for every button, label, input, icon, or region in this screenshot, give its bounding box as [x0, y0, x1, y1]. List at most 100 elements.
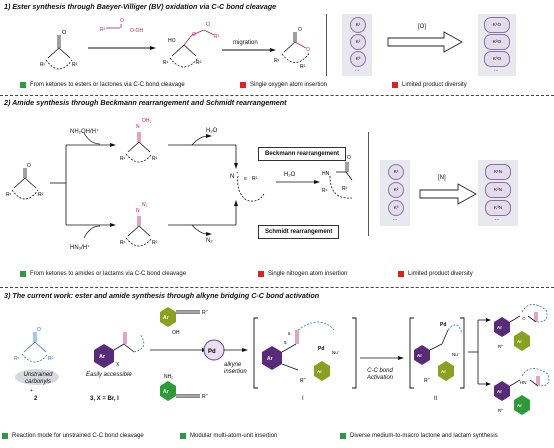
svg-text:R¹: R¹: [40, 62, 46, 68]
water-reagent: H₂O: [284, 172, 296, 178]
svg-text:6: 6: [288, 331, 291, 336]
svg-text:R¹: R¹: [14, 356, 20, 362]
svg-text:HN: HN: [322, 171, 330, 177]
divider: [0, 95, 554, 96]
svg-text:Ar: Ar: [99, 354, 106, 360]
svg-text:R'': R'': [498, 408, 503, 413]
svg-text:Ar: Ar: [163, 389, 169, 395]
svg-text:Nu⁻: Nu⁻: [332, 350, 341, 355]
intermediate-2-structure: Ar Pd Ar Nu⁻ R'': [414, 322, 463, 384]
intermediate-1-structure: Ar Ar Pd Nu⁻ R'' 6 5: [262, 321, 341, 384]
aryl-halide-structure: Ar X: [94, 332, 145, 368]
azide-intermediate: [125, 216, 153, 247]
section3-title: 3) The current work: ester and amide syn…: [4, 291, 320, 300]
svg-text:R¹: R¹: [120, 240, 126, 246]
schmidt-box: Schmidt rearrangement: [258, 225, 340, 239]
lactam-bubble: K³N: [485, 200, 511, 216]
svg-text:R²: R²: [252, 176, 258, 182]
svg-text:Ar: Ar: [517, 339, 522, 344]
criegee-intermediate: [169, 29, 215, 68]
svg-text:Ar: Ar: [163, 315, 169, 321]
divider: [0, 287, 554, 288]
svg-text:R²: R²: [300, 64, 306, 70]
svg-text:O: O: [522, 316, 526, 321]
red-square-icon: [258, 271, 264, 277]
green-square-icon: [20, 82, 26, 88]
svg-text:O: O: [347, 155, 351, 161]
intermediate-1-label: I: [302, 396, 304, 402]
svg-text:R³: R³: [100, 27, 106, 33]
ester-bubble: K³O: [484, 51, 510, 67]
svg-text:Nu⁻: Nu⁻: [452, 352, 461, 357]
lactam-product: Ar HN Ar R'': [494, 368, 550, 415]
alkyne-insertion-label: alkyne insertion: [224, 362, 247, 375]
lactam-ellipsis: ...: [495, 216, 500, 222]
section1-vertical-divider: [326, 14, 327, 76]
svg-text:O: O: [298, 27, 302, 33]
section3-scheme: O R¹ R² + Ar X Ar R'' OH Ar R'' NH₂ Pd: [14, 304, 550, 415]
green-square-icon: [340, 433, 346, 439]
compound-2-label: 2: [34, 396, 38, 402]
svg-text:HN: HN: [520, 380, 527, 385]
svg-text:R¹: R¹: [163, 60, 169, 66]
ketone-structure: [45, 35, 73, 70]
section1-legend-item: From ketones to esters or lactones via C…: [20, 82, 185, 88]
svg-text:NH₂: NH₂: [164, 374, 173, 380]
svg-text:OH₂: OH₂: [142, 118, 152, 124]
oxime-structure: [125, 132, 153, 163]
carbonyl-structure: [21, 332, 49, 363]
svg-text:R'': R'': [424, 378, 430, 384]
section1-legend-item: Limited product diversity: [392, 82, 467, 88]
ketone-bubble: K³: [388, 200, 404, 216]
svg-text:+: +: [236, 170, 239, 175]
svg-text:Pd: Pd: [208, 349, 216, 355]
lactam-structure: [329, 162, 353, 199]
svg-text:R'': R'': [202, 310, 208, 316]
ketone-bubble: K²: [350, 34, 366, 50]
section2-title: 2) Amide synthesis through Beckmann rear…: [4, 98, 287, 107]
svg-text:Ar: Ar: [441, 369, 446, 374]
svg-text:R¹: R¹: [322, 188, 328, 194]
svg-text:Ar: Ar: [267, 356, 273, 362]
ketone-ellipsis: ...: [355, 67, 360, 73]
nitrogen-byproduct: N₂: [206, 238, 213, 244]
svg-text:X: X: [116, 362, 120, 368]
oxidant-label: [O]: [418, 24, 427, 30]
svg-text:R²: R²: [196, 60, 202, 66]
svg-text:≡: ≡: [244, 176, 247, 182]
svg-text:N: N: [230, 174, 234, 180]
svg-text:N₂: N₂: [142, 202, 148, 208]
easily-accessible-label: Easily accessible: [86, 372, 132, 378]
lactone-product: Ar O Ar R'': [494, 304, 548, 351]
svg-text:R¹: R¹: [6, 192, 12, 198]
section2-vertical-divider: [368, 132, 369, 236]
section1-hollow-arrow: [387, 31, 463, 53]
cc-activation-label: C-C bond Activation: [366, 368, 393, 381]
svg-text:R²: R²: [342, 186, 348, 192]
unstrained-carbonyls-label: Unstrained carbonyls: [23, 372, 53, 385]
svg-text:+: +: [30, 388, 33, 394]
svg-text:O: O: [27, 163, 31, 169]
svg-text:R²: R²: [152, 240, 158, 246]
svg-text:R²: R²: [72, 62, 78, 68]
section1-legend-item: Single oxygen atom insertion: [240, 82, 327, 88]
hydrazoic-acid-reagent: HN₃/H⁺: [70, 245, 91, 251]
green-square-icon: [2, 433, 8, 439]
section2-scheme: O R¹ R² N OH₂ R¹ R² N N₂ R¹ R² N: [6, 118, 353, 247]
migration-label: migration: [233, 40, 258, 46]
ketone-structure: [11, 168, 39, 200]
section2-legend-item: Limited product diversity: [398, 271, 473, 277]
svg-text:R²: R²: [48, 356, 54, 362]
svg-text:N: N: [136, 124, 140, 130]
svg-text:OH: OH: [172, 330, 180, 336]
svg-text:Ar: Ar: [497, 325, 502, 330]
beckmann-box: Beckmann rearrangement: [258, 147, 347, 161]
svg-text:5: 5: [284, 340, 287, 345]
svg-text:HO: HO: [168, 38, 176, 44]
svg-text:Pd: Pd: [440, 322, 446, 328]
svg-text:Ar: Ar: [497, 389, 502, 394]
svg-text:N: N: [136, 208, 140, 214]
ketone-ellipsis: ...: [393, 216, 398, 222]
ester-bubble: K²O: [484, 34, 510, 50]
compound-3-label: 3, X = Br, I: [90, 396, 119, 402]
